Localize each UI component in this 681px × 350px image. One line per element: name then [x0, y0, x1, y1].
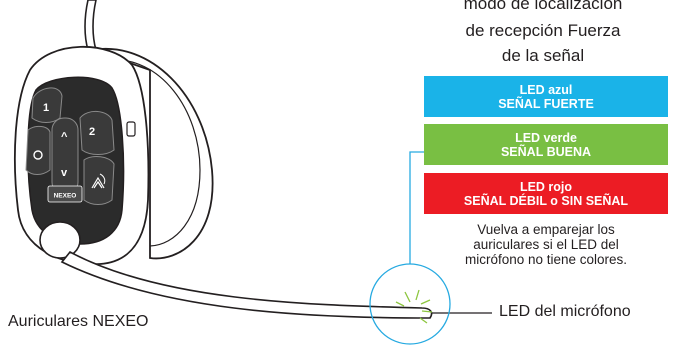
button-2-label: 2: [89, 126, 95, 138]
re-pair-note-line3: micrófono no tiene colores.: [464, 252, 628, 267]
led-blue-box: LED azul SEÑAL FUERTE: [424, 76, 668, 117]
legend-title-line1: modo de localización: [463, 0, 623, 13]
button-1-label: 1: [43, 102, 49, 114]
led-green-label: LED verde: [515, 130, 577, 145]
alert-icon: [91, 176, 105, 189]
volume-down-label: v: [61, 167, 68, 179]
re-pair-note-line2: auriculares si el LED del: [473, 237, 619, 252]
led-red-box: LED rojo SEÑAL DÉBIL o SIN SEÑAL: [424, 173, 668, 214]
mic-led-glow: [395, 289, 433, 324]
side-port: [126, 121, 136, 137]
brand-badge: [47, 185, 83, 203]
led-green-box: LED verde SEÑAL BUENA: [424, 124, 668, 165]
led-blue-label: LED azul: [519, 82, 573, 97]
brand-badge-text: NEXEO: [54, 193, 77, 200]
button-2: [79, 111, 115, 155]
boom-arm: [60, 250, 433, 319]
led-red-meaning: SEÑAL DÉBIL o SIN SEÑAL: [463, 193, 629, 208]
led-green-meaning: SEÑAL BUENA: [500, 144, 592, 159]
legend-title-line3: de la señal: [501, 46, 585, 65]
button-1: [31, 87, 63, 123]
volume-up-label: ^: [61, 131, 68, 143]
ear-cushion: [91, 47, 214, 260]
led-blue-meaning: SEÑAL FUERTE: [498, 96, 594, 111]
re-pair-note-line1: Vuelva a emparejar los: [477, 222, 615, 237]
legend-title-line2: de recepción Fuerza: [465, 21, 621, 40]
power-icon: [33, 150, 43, 160]
boom-pivot: [39, 221, 81, 259]
volume-rocker: [51, 117, 79, 195]
mic-led-label: LED del micrófono: [499, 303, 631, 320]
led-red-label: LED rojo: [519, 179, 573, 194]
headset-label: Auriculares NEXEO: [8, 313, 149, 330]
headband: [84, 0, 98, 51]
mic-led-callout-circle: [369, 263, 451, 345]
